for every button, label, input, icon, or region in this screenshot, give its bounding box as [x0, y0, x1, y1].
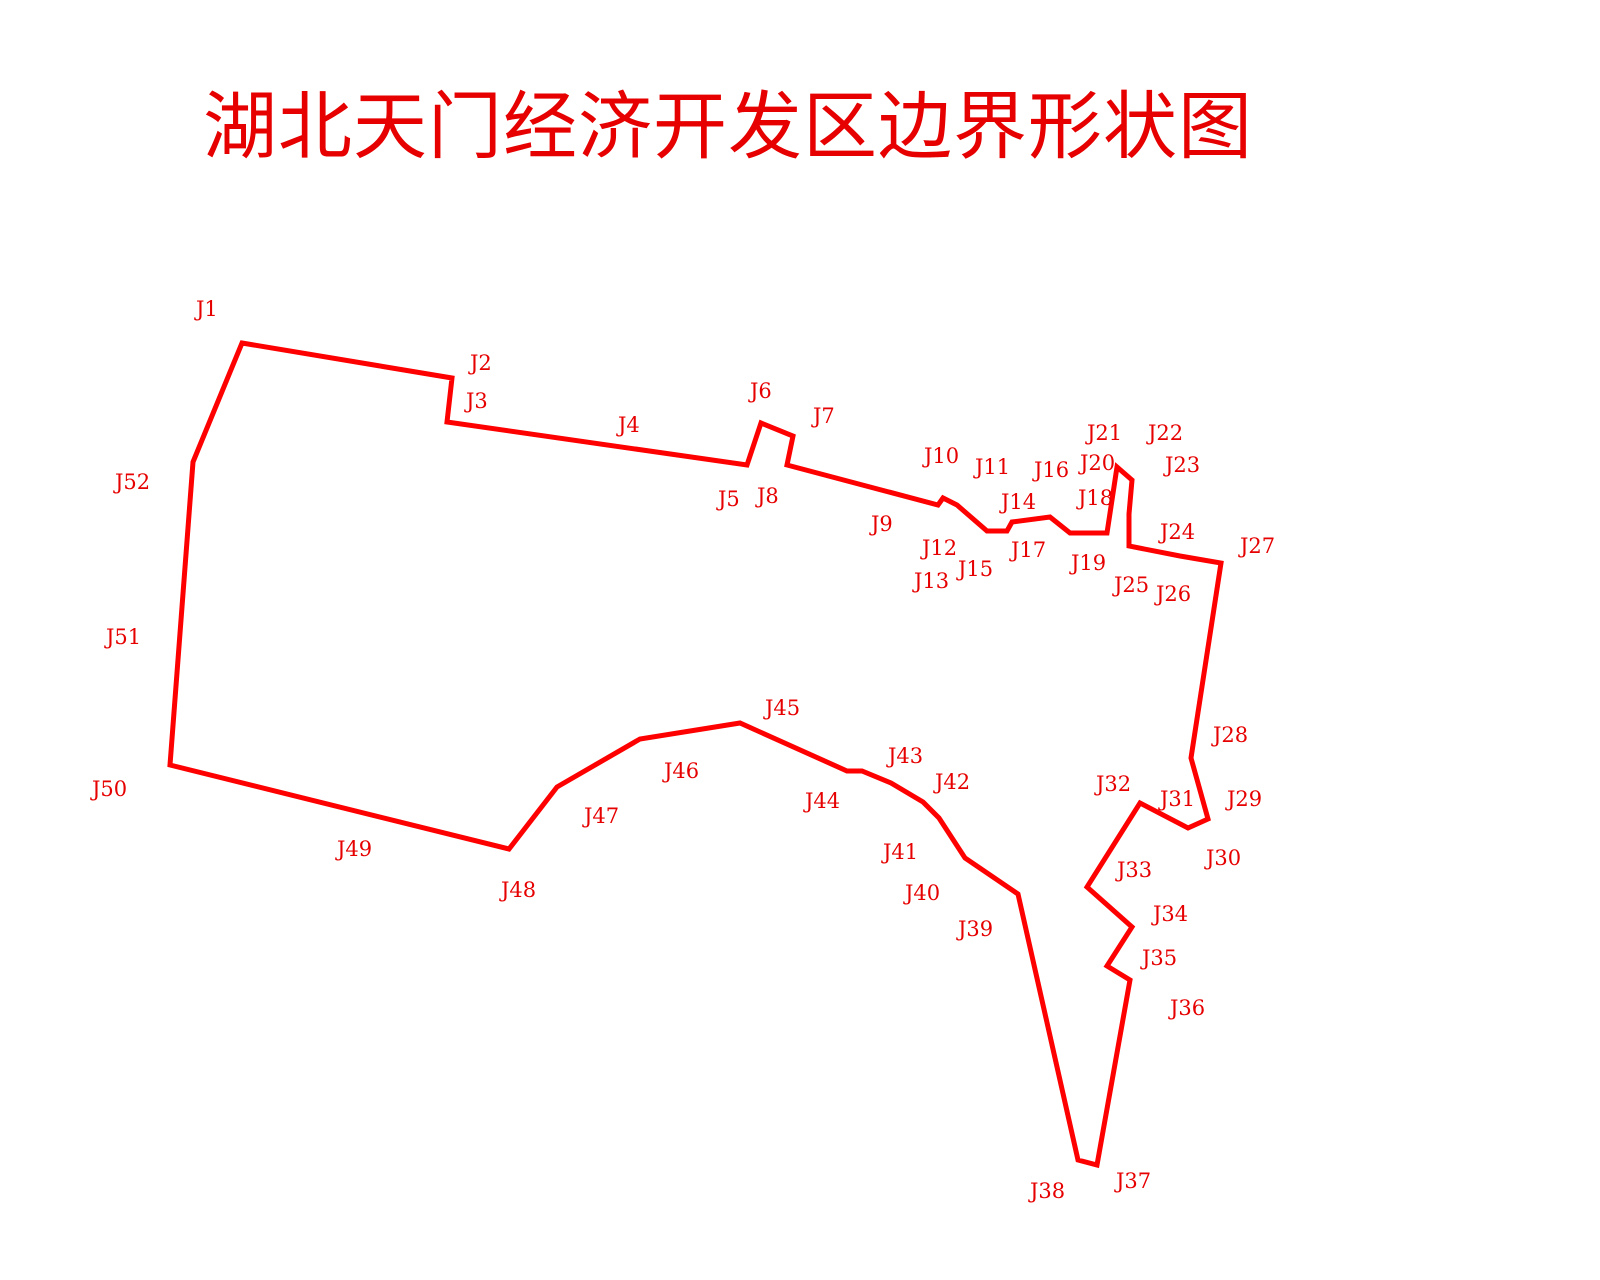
point-label-j45: J45 [763, 696, 800, 720]
point-label-j19: J19 [1069, 551, 1106, 575]
point-label-j47: J47 [582, 804, 619, 828]
point-label-j34: J34 [1151, 902, 1188, 926]
point-label-j26: J26 [1154, 582, 1191, 606]
point-label-j41: J41 [881, 840, 918, 864]
point-label-j5: J5 [716, 487, 740, 511]
point-label-j21: J21 [1085, 421, 1122, 445]
point-label-j10: J10 [922, 444, 959, 468]
point-label-j4: J4 [616, 413, 640, 437]
point-label-j46: J46 [662, 759, 699, 783]
point-label-j49: J49 [335, 837, 372, 861]
point-label-j18: J18 [1076, 486, 1113, 510]
point-label-j52: J52 [113, 470, 150, 494]
point-label-j15: J15 [956, 557, 993, 581]
point-label-j37: J37 [1114, 1169, 1151, 1193]
point-label-j6: J6 [748, 379, 772, 403]
point-label-j35: J35 [1140, 946, 1177, 970]
point-label-j17: J17 [1009, 538, 1046, 562]
point-label-j32: J32 [1094, 772, 1131, 796]
point-label-j11: J11 [973, 455, 1010, 479]
point-label-j29: J29 [1225, 787, 1262, 811]
point-label-j9: J9 [869, 512, 893, 536]
point-label-j40: J40 [903, 881, 940, 905]
point-label-j8: J8 [755, 484, 779, 508]
point-label-j44: J44 [803, 789, 840, 813]
point-label-j20: J20 [1078, 451, 1115, 475]
point-label-j31: J31 [1158, 787, 1195, 811]
point-label-j33: J33 [1115, 858, 1152, 882]
point-label-j23: J23 [1163, 453, 1200, 477]
point-label-j36: J36 [1168, 996, 1205, 1020]
point-label-j48: J48 [499, 878, 536, 902]
point-label-j30: J30 [1204, 846, 1241, 870]
point-label-j12: J12 [920, 536, 957, 560]
point-label-j22: J22 [1146, 421, 1183, 445]
point-label-j7: J7 [811, 404, 835, 428]
point-label-j50: J50 [90, 777, 127, 801]
point-label-j27: J27 [1238, 534, 1275, 558]
point-label-j42: J42 [933, 770, 970, 794]
point-label-j43: J43 [886, 744, 923, 768]
point-label-j1: J1 [194, 297, 218, 321]
point-label-j28: J28 [1211, 723, 1248, 747]
point-label-j13: J13 [912, 569, 949, 593]
boundary-outline [167, 340, 1224, 1169]
point-label-j25: J25 [1112, 573, 1149, 597]
point-label-j14: J14 [999, 490, 1036, 514]
point-label-j39: J39 [956, 917, 993, 941]
map-title: 湖北天门经济开发区边界形状图 [203, 84, 1253, 170]
point-label-j16: J16 [1032, 458, 1069, 482]
point-label-j24: J24 [1158, 520, 1195, 544]
point-label-j51: J51 [104, 625, 141, 649]
point-label-j2: J2 [468, 351, 492, 375]
point-label-j3: J3 [464, 389, 488, 413]
point-label-j38: J38 [1028, 1179, 1065, 1203]
